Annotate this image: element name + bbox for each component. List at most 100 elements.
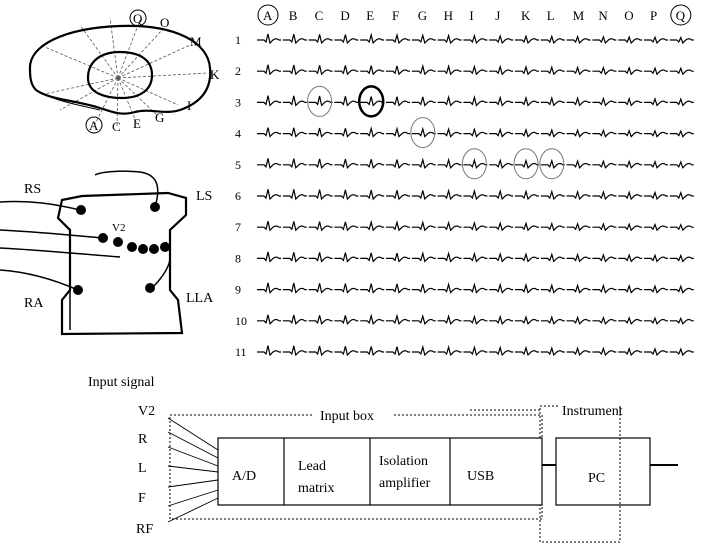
ecg-trace-7-n — [592, 222, 617, 232]
ecg-trace-7-l — [540, 221, 565, 232]
ecg-trace-7-b — [282, 221, 307, 232]
ecg-trace-10-e — [360, 313, 385, 325]
ecg-trace-7-d — [334, 221, 359, 232]
ecg-trace-1-f — [386, 32, 410, 45]
ecg-trace-4-c — [308, 127, 333, 138]
ecg-col-label-b: B — [289, 8, 298, 23]
ecg-col-label-e: E — [366, 8, 374, 23]
ecg-trace-10-p — [644, 316, 668, 325]
ecg-trace-7-q — [669, 223, 694, 232]
ecg-trace-5-c — [308, 158, 333, 169]
electrode-v5 — [149, 244, 159, 254]
ecg-trace-10-l — [540, 315, 565, 325]
ecg-col-label-o: O — [624, 8, 633, 23]
ecg-trace-2-c — [308, 65, 333, 76]
processing-block-labels: A/D Lead matrix Isolation amplifier USB — [232, 454, 494, 496]
ecg-trace-8-c — [308, 252, 333, 263]
ecg-trace-11-o — [618, 346, 643, 357]
ecg-col-label-m: M — [573, 8, 585, 23]
ecg-col-label-g: G — [418, 8, 427, 23]
ecg-trace-1-g — [411, 33, 436, 45]
ecg-trace-2-g — [411, 63, 436, 76]
torso-label-ls: LS — [196, 189, 212, 204]
ecg-trace-4-q — [669, 129, 694, 138]
block-lead-matrix-line1: Lead — [298, 459, 326, 474]
ecg-trace-8-o — [618, 253, 643, 263]
ecg-trace-8-m — [566, 252, 591, 263]
input-box-label: Input box — [320, 409, 374, 424]
ecg-trace-2-d — [334, 65, 359, 76]
ecg-trace-10-d — [334, 315, 359, 325]
ecg-trace-9-d — [334, 283, 359, 294]
block-isolation-line1: Isolation — [379, 454, 428, 469]
ecg-trace-6-h — [437, 188, 462, 201]
ecg-row-label-5: 5 — [235, 158, 241, 172]
ecg-trace-2-p — [644, 66, 668, 76]
input-label-rf: RF — [136, 522, 153, 537]
ecg-col-label-n: N — [598, 8, 608, 23]
heart-label-c: C — [112, 119, 121, 134]
processing-box — [217, 437, 543, 506]
ecg-trace-7-e — [360, 219, 385, 232]
ecg-trace-1-n — [592, 35, 617, 45]
ecg-trace-10-m — [566, 315, 591, 325]
ecg-trace-11-j — [489, 345, 514, 357]
ecg-col-circle-q — [670, 4, 692, 26]
ecg-trace-3-d — [334, 96, 359, 107]
electrode-v4 — [138, 244, 148, 254]
ecg-trace-9-h — [437, 281, 462, 294]
ecg-trace-8-i — [463, 251, 488, 263]
heart-label-g: G — [155, 110, 164, 125]
heart-diagram: Q O M K I A C E G — [28, 9, 220, 134]
ecg-trace-4-o — [618, 128, 643, 138]
ecg-trace-6-e — [360, 189, 385, 201]
ecg-traces — [257, 32, 694, 357]
ecg-trace-11-e — [360, 346, 385, 357]
ecg-trace-6-f — [386, 190, 410, 201]
ecg-trace-9-b — [282, 282, 307, 294]
ecg-trace-11-l — [540, 345, 565, 357]
ecg-col-label-h: H — [444, 8, 453, 23]
ecg-trace-5-a — [257, 158, 281, 170]
label-input-box-bg — [314, 405, 392, 425]
ecg-trace-9-g — [411, 283, 436, 294]
ecg-trace-8-k — [515, 252, 539, 263]
ecg-trace-3-l — [540, 95, 565, 107]
ecg-trace-5-q — [669, 160, 694, 169]
ecg-trace-7-h — [437, 220, 462, 232]
ecg-trace-2-n — [592, 65, 617, 76]
ecg-trace-4-l — [540, 128, 565, 138]
ecg-trace-3-h — [437, 94, 462, 107]
ecg-trace-10-k — [515, 315, 539, 325]
ecg-trace-6-q — [669, 190, 694, 201]
ecg-trace-8-q — [669, 253, 694, 263]
ecg-trace-9-k — [515, 282, 539, 294]
ecg-trace-2-f — [386, 65, 410, 76]
input-label-r: R — [138, 432, 148, 447]
torso-label-lla: LLA — [186, 291, 214, 306]
ecg-trace-9-i — [463, 282, 488, 294]
ecg-highlight-5-k — [513, 148, 539, 180]
ecg-trace-6-k — [515, 189, 539, 201]
ecg-trace-9-o — [618, 283, 643, 294]
ecg-trace-3-a — [257, 95, 281, 107]
ecg-trace-2-m — [566, 65, 591, 76]
ecg-trace-9-a — [257, 282, 281, 294]
ecg-trace-4-a — [257, 127, 281, 138]
ecg-trace-10-j — [489, 314, 514, 325]
ecg-trace-11-q — [669, 347, 694, 357]
ecg-trace-7-o — [618, 222, 643, 232]
ecg-trace-10-a — [257, 314, 281, 325]
input-signal-labels: V2 R L F RF — [136, 404, 155, 537]
block-diagram: Input signal V2 R L F RF Input box Instr… — [88, 375, 678, 543]
electrode-v3 — [127, 242, 137, 252]
ecg-trace-3-b — [282, 95, 307, 107]
ecg-trace-10-n — [592, 315, 617, 325]
ecg-row-label-1: 1 — [235, 33, 241, 47]
ecg-trace-4-h — [437, 126, 462, 138]
heart-label-q-circle — [129, 9, 147, 27]
ecg-trace-5-l — [540, 158, 565, 169]
ecg-highlight-3-c — [307, 85, 333, 117]
ecg-trace-11-f — [386, 346, 410, 357]
ecg-trace-6-j — [489, 188, 514, 201]
